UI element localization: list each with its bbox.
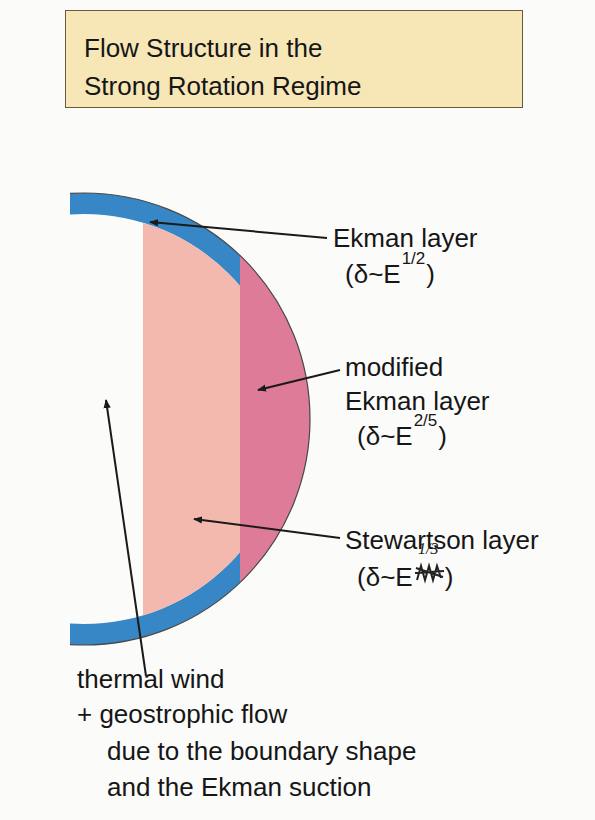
exponent: 2/5 [414, 411, 438, 431]
layer-name: Stewartson layer [345, 524, 539, 556]
handwritten-exponent: 1/3 [418, 539, 438, 558]
exponent: 1/2 [402, 249, 426, 269]
note-text: + geostrophic flow [77, 698, 287, 730]
leader-line [258, 370, 340, 390]
title: Flow Structure in the Strong Rotation Re… [84, 29, 404, 105]
note-text: thermal wind [77, 663, 224, 695]
scaling-text: ) [438, 420, 447, 452]
scaling-text: (δ~E [345, 258, 401, 290]
outer-boundary [70, 193, 310, 645]
scaling-text: ) [426, 258, 435, 290]
note-text: due to the boundary shape and the Ekman … [107, 733, 427, 805]
title-box: Flow Structure in the Strong Rotation Re… [65, 10, 523, 108]
scaling-text: ) [445, 561, 454, 593]
leader-line [150, 222, 327, 238]
layer-name: modified Ekman layer [345, 350, 520, 418]
scaling-text: (δ~E [357, 561, 413, 593]
stewartson-region [143, 150, 240, 690]
crossed-out-mark [415, 566, 444, 580]
scaling-text: (δ~E [357, 420, 413, 452]
leader-line [106, 400, 146, 676]
leader-line [194, 519, 340, 538]
